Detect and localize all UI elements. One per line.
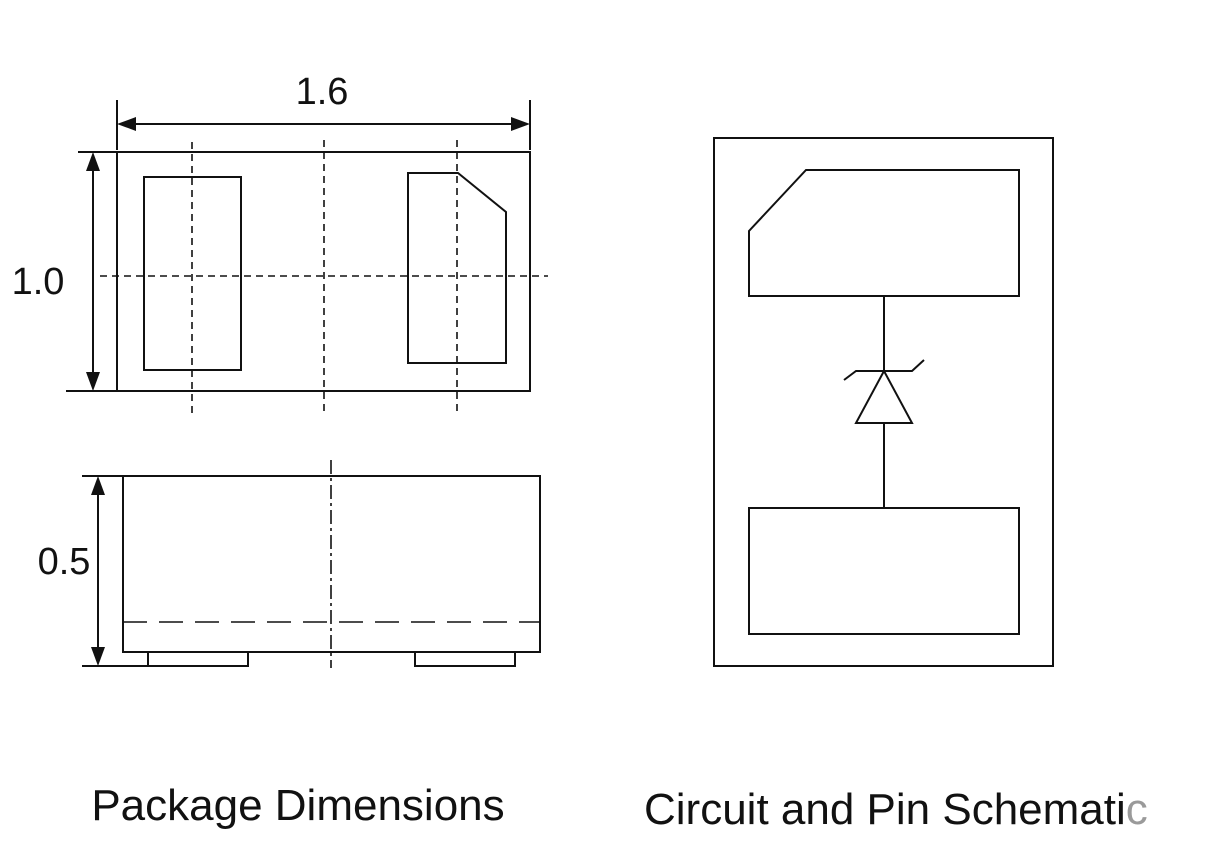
- package-body-outline: [116, 151, 531, 392]
- thickness-arrow-bottom: [91, 647, 105, 666]
- width-label: 1.6: [296, 71, 349, 113]
- zener-cathode-bar: [843, 359, 925, 381]
- schematic-caption: Circuit and Pin Schematic: [644, 785, 1148, 834]
- schematic-caption-main: Circuit and Pin Schemati: [644, 785, 1126, 834]
- side-body-outline: [122, 475, 541, 653]
- thickness-label: 0.5: [38, 541, 91, 583]
- thickness-arrow-top: [91, 476, 105, 495]
- pin-schematic: [713, 137, 1054, 667]
- side-left-terminal: [147, 651, 249, 667]
- width-arrow-left: [117, 117, 136, 131]
- package-side-view: 0.5: [38, 460, 541, 668]
- schematic-top-pad: [748, 169, 1020, 297]
- height-label: 1.0: [12, 261, 65, 303]
- package-top-view: 1.6 1.0: [12, 71, 548, 413]
- height-arrow-top: [86, 152, 100, 171]
- width-arrow-right: [511, 117, 530, 131]
- side-right-terminal: [414, 651, 516, 667]
- schematic-caption-last-char: c: [1126, 785, 1148, 834]
- right-pad-chamfered: [407, 172, 507, 364]
- zener-diode-symbol: [843, 359, 925, 424]
- package-dimensions-caption: Package Dimensions: [91, 781, 504, 830]
- height-arrow-bottom: [86, 372, 100, 391]
- diode-triangle: [854, 368, 914, 424]
- schematic-bottom-pad: [748, 507, 1020, 635]
- schematic-package-outline: [713, 137, 1054, 667]
